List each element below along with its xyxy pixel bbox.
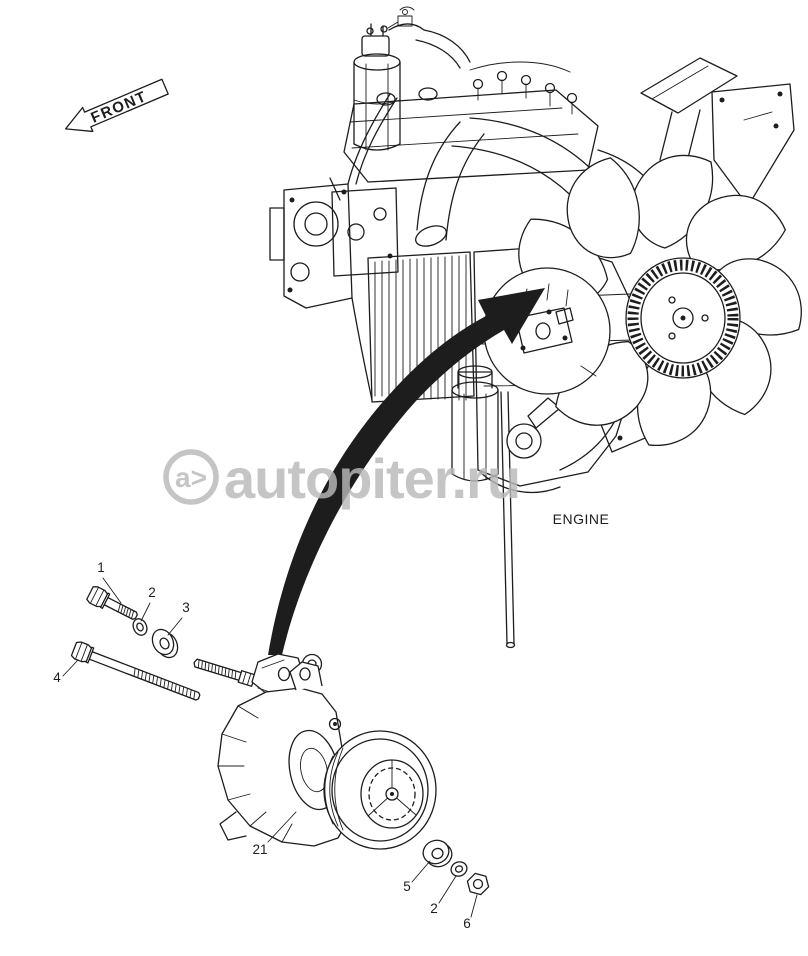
washer-part-2-upper: [132, 618, 148, 636]
callout-1: 1: [97, 560, 105, 575]
fan-shroud-bracket: [640, 57, 795, 207]
bolt-part-4: [70, 641, 201, 701]
washer-part-5: [422, 839, 453, 868]
callout-2-lower-leader: [438, 875, 457, 904]
injection-pump: [329, 177, 399, 277]
callout-6: 6: [463, 916, 471, 931]
front-label: FRONT: [88, 88, 149, 127]
washer-part-2-lower: [450, 861, 468, 877]
watermark: a> autopiter.ru: [163, 447, 521, 510]
intake-hose: [415, 29, 471, 69]
callout-5: 5: [403, 879, 411, 894]
valve-cover: [343, 87, 599, 183]
callouts: 1 2 3 4 21 5 2 6: [53, 560, 478, 931]
injector-fittings: [469, 61, 578, 115]
pointer-swoosh-arrow: [268, 288, 545, 655]
watermark-site-text: autopiter.ru: [224, 447, 520, 510]
wiring-harness: [347, 93, 398, 185]
callout-21: 21: [252, 842, 267, 857]
callout-2-upper: 2: [148, 585, 156, 600]
lifting-ring: [506, 397, 561, 459]
washer-part-3: [151, 628, 179, 659]
callout-4-leader: [62, 659, 79, 677]
fan-hub: [625, 257, 741, 379]
callout-6-leader: [470, 894, 478, 918]
callout-21-leader: [267, 811, 297, 843]
callout-2-lower: 2: [430, 901, 438, 916]
nut-part-6: [466, 872, 490, 896]
gear-housing: [269, 183, 373, 401]
watermark-logo-circle: [163, 449, 219, 505]
front-arrow-shape: [64, 78, 169, 133]
callout-1-leader: [102, 577, 122, 604]
intake-elbow-pipe: [415, 121, 485, 247]
callout-2-upper-leader: [140, 602, 151, 622]
bolt-part-1: [86, 586, 138, 620]
detail-circle: [483, 267, 611, 395]
callout-4: 4: [53, 670, 61, 685]
cooler-fins: [367, 251, 475, 403]
callout-5-leader: [411, 860, 431, 883]
engine-assembly: [269, 6, 807, 649]
engine-label: ENGINE: [553, 511, 610, 527]
fuel-filter-canister: [353, 6, 425, 151]
adjusting-stud: [193, 658, 256, 687]
watermark-logo-icon: a>: [175, 462, 207, 493]
front-direction-arrow: FRONT: [64, 78, 169, 133]
callout-3: 3: [182, 600, 190, 615]
alternator: [217, 661, 437, 850]
callout-3-leader: [167, 617, 183, 636]
oil-filter: [451, 365, 499, 482]
